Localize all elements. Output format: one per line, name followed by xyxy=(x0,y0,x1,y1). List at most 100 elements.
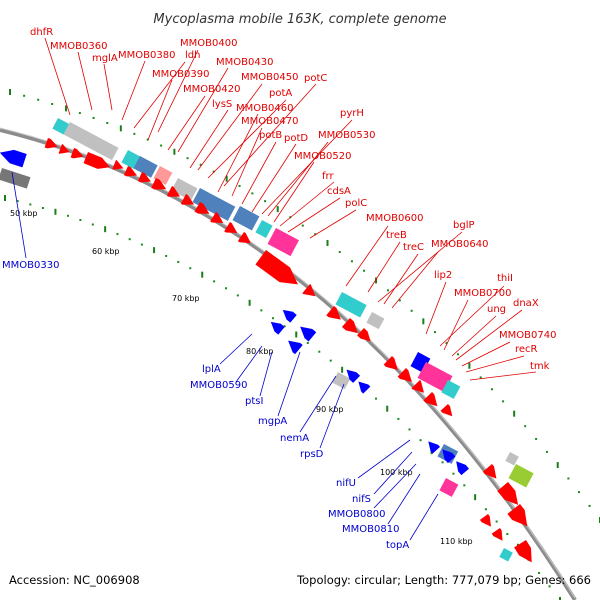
inner-tick xyxy=(484,508,487,511)
outer-tick xyxy=(9,89,11,95)
outer-tick xyxy=(524,425,527,428)
gene-label[interactable]: thiI xyxy=(497,273,513,284)
gene-label[interactable]: MMOB0810 xyxy=(342,524,399,535)
cds-feature-bar xyxy=(255,220,273,238)
inner-tick xyxy=(329,359,332,362)
outer-tick xyxy=(314,233,317,236)
reverse-leader-line xyxy=(373,451,413,495)
gene-label[interactable]: MMOB0740 xyxy=(499,330,556,341)
gene-label[interactable]: dhfR xyxy=(30,27,53,38)
outer-tick xyxy=(535,437,538,440)
gene-label[interactable]: ptsI xyxy=(245,396,263,407)
inner-tick xyxy=(408,428,411,431)
outer-tick xyxy=(276,206,279,213)
outer-tick xyxy=(468,362,471,369)
gene-label[interactable]: cdsA xyxy=(327,186,351,197)
forward-leader-line xyxy=(197,83,263,171)
reverse-leader-line xyxy=(319,383,345,449)
gene-label[interactable]: MMOB0430 xyxy=(216,57,273,68)
forward-leader-line xyxy=(44,37,71,116)
gene-label[interactable]: MMOB0700 xyxy=(454,288,511,299)
gene-label[interactable]: nifS xyxy=(352,494,371,505)
gene-label[interactable]: MMOB0600 xyxy=(366,213,423,224)
inner-tick xyxy=(153,247,156,254)
reverse-gene-arrow xyxy=(442,449,456,464)
gene-label[interactable]: dnaX xyxy=(513,298,539,309)
gene-label[interactable]: MMOB0360 xyxy=(50,41,107,52)
gene-label[interactable]: MMOB0640 xyxy=(431,239,488,250)
gene-label[interactable]: lip2 xyxy=(434,270,452,281)
forward-leader-line xyxy=(279,181,335,227)
cds-feature-bars xyxy=(52,118,534,562)
gene-label[interactable]: nifU xyxy=(336,478,356,489)
gene-label[interactable]: MMOB0420 xyxy=(183,84,240,95)
forward-gene-arrow xyxy=(166,186,181,197)
gene-label[interactable]: lplA xyxy=(202,364,221,375)
cds-feature-bar xyxy=(332,372,351,390)
reverse-gene-arrow xyxy=(282,309,297,323)
forward-leader-line xyxy=(147,79,173,141)
outer-tick xyxy=(301,224,304,227)
outer-tick xyxy=(375,277,378,284)
scale-label-100kbp: 100 kbp xyxy=(380,468,413,477)
inner-tick xyxy=(213,280,216,283)
gene-label[interactable]: mglA xyxy=(92,53,118,64)
inner-tick xyxy=(260,309,263,312)
gene-label[interactable]: MMOB0800 xyxy=(328,509,385,520)
forward-leader-line xyxy=(121,60,146,121)
gene-label[interactable]: potB xyxy=(259,130,282,141)
gene-label[interactable]: MMOB0470 xyxy=(241,116,298,127)
outer-tick xyxy=(326,240,329,246)
outer-tick xyxy=(199,163,202,166)
inner-tick xyxy=(4,195,6,201)
inner-tick xyxy=(318,350,321,353)
gene-label[interactable]: bglP xyxy=(453,220,475,231)
reverse-leader-line xyxy=(235,345,263,383)
gene-label[interactable]: recR xyxy=(515,344,538,355)
outer-tick xyxy=(106,122,109,125)
gene-label[interactable]: MMOB0390 xyxy=(152,69,209,80)
gene-label[interactable]: MMOB0520 xyxy=(294,151,351,162)
gene-label[interactable]: mgpA xyxy=(258,416,287,427)
gene-label[interactable]: MMOB0530 xyxy=(318,130,375,141)
gene-label[interactable]: MMOB0450 xyxy=(241,72,298,83)
gene-label[interactable]: MMOB0380 xyxy=(118,50,175,61)
forward-gene-arrow xyxy=(411,380,425,393)
gene-label[interactable]: ldh xyxy=(185,50,200,61)
gene-label[interactable]: lysS xyxy=(212,99,232,110)
forward-leader-line xyxy=(207,99,287,179)
outer-tick xyxy=(386,289,389,292)
inner-tick xyxy=(104,226,107,233)
scale-label-70kbp: 70 kbp xyxy=(172,294,200,303)
gene-label[interactable]: MMOB0590 xyxy=(190,380,247,391)
forward-leader-line xyxy=(189,109,229,169)
gene-label[interactable]: MMOB0400 xyxy=(180,38,237,49)
forward-leader-line xyxy=(231,127,263,197)
gene-label[interactable]: potC xyxy=(304,73,327,84)
gene-label[interactable]: treC xyxy=(403,242,424,253)
gene-label[interactable]: potA xyxy=(269,88,292,99)
gene-label[interactable]: MMOB0330 xyxy=(2,260,59,271)
cds-feature-bar xyxy=(505,452,519,466)
inner-tick xyxy=(452,472,455,475)
gene-label[interactable]: pyrH xyxy=(340,108,364,119)
forward-gene-arrow xyxy=(423,392,438,407)
forward-gene-arrow xyxy=(44,138,58,149)
outer-tick xyxy=(264,200,267,203)
gene-label[interactable]: potD xyxy=(284,133,308,144)
gene-label[interactable]: polC xyxy=(345,198,367,209)
gene-label[interactable]: MMOB0460 xyxy=(236,103,293,114)
forward-gene-arrow xyxy=(357,328,371,342)
gene-label[interactable]: nemA xyxy=(280,433,309,444)
forward-gene-arrow xyxy=(482,464,497,479)
reverse-leader-line xyxy=(299,375,337,433)
outer-tick xyxy=(78,112,81,115)
gene-label[interactable]: ung xyxy=(487,304,506,315)
gene-label[interactable]: rpsD xyxy=(300,449,324,460)
reverse-gene-arrow xyxy=(358,381,371,394)
forward-gene-arrow xyxy=(440,404,453,417)
gene-label[interactable]: treB xyxy=(386,230,407,241)
gene-label[interactable]: tmk xyxy=(530,361,550,372)
gene-label[interactable]: frr xyxy=(322,171,334,182)
gene-label[interactable]: topA xyxy=(386,540,409,551)
